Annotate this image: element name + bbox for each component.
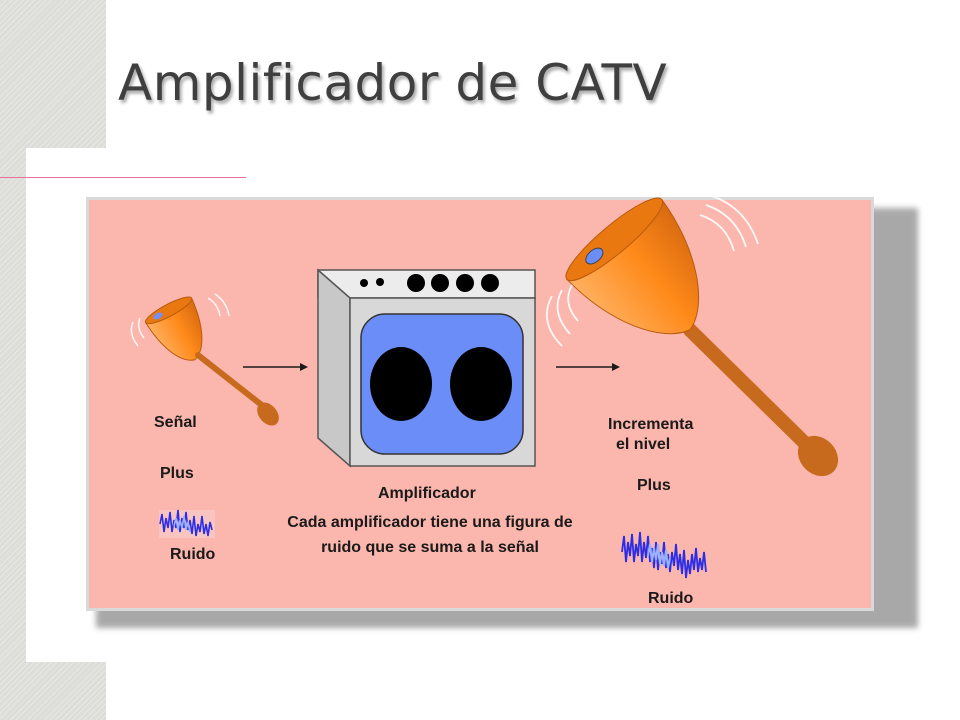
large-bell-icon [545, 195, 839, 477]
input-noise-label: Ruido [170, 546, 216, 563]
input-noise-icon [159, 509, 215, 538]
small-bell-icon [130, 293, 279, 426]
amplifier-description: Cada amplificador tiene una figura de ru… [287, 514, 573, 556]
output-plus-label: Plus [637, 477, 671, 494]
input-plus-label: Plus [160, 465, 194, 482]
slide-title: Amplificador de CATV [118, 54, 668, 112]
output-noise-label: Ruido [648, 590, 694, 607]
output-level-label-line2: el nivel [616, 436, 671, 453]
signal-label: Señal [154, 414, 197, 431]
output-level-label-line1: Incrementa [608, 416, 694, 433]
amplifier-label: Amplificador [378, 485, 476, 502]
amplifier-icon [317, 268, 536, 468]
title-underline [0, 177, 246, 178]
output-noise-icon [621, 531, 707, 579]
